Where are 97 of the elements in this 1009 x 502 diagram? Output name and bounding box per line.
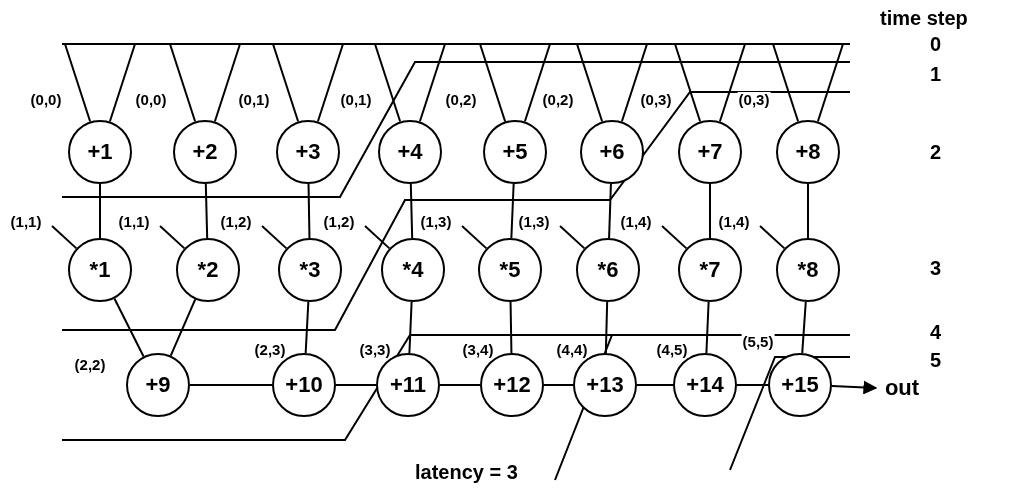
connector-line: [409, 183, 414, 239]
connector-line: [801, 300, 807, 355]
edge-label: (0,0): [29, 92, 63, 108]
edge-label: (0,0): [134, 92, 168, 108]
operation-node: *2: [176, 238, 240, 302]
edge-label: (2,3): [253, 342, 287, 358]
time-step-label: 3: [930, 258, 942, 278]
connector-line: [408, 300, 413, 355]
connector-line: [479, 43, 507, 123]
operation-node: *6: [576, 238, 640, 302]
connector-line: [99, 183, 101, 239]
operation-node: +15: [768, 353, 832, 417]
connector-line: [272, 43, 300, 123]
edge-label: (1,3): [419, 214, 453, 230]
connector-line: [335, 384, 377, 386]
connector-line: [604, 301, 609, 354]
operation-node: +3: [276, 120, 340, 184]
edge-label: (4,5): [655, 342, 689, 358]
connector-line: [304, 300, 310, 355]
time-step-label: 0: [930, 34, 942, 54]
connector-line: [509, 301, 513, 354]
edge-label: (1,4): [619, 214, 653, 230]
connector-line: [543, 384, 574, 386]
connector-line: [807, 183, 809, 239]
time-step-label: 5: [930, 350, 942, 370]
connector-line: [620, 43, 648, 123]
connector-line: [64, 43, 92, 123]
edge-label: (3,3): [358, 342, 392, 358]
connector-line: [364, 225, 391, 250]
arrow: [831, 380, 878, 395]
connector-line: [159, 225, 186, 250]
edge-label: (1,3): [517, 214, 551, 230]
edge-label: (1,2): [322, 214, 356, 230]
operation-node: +1: [68, 120, 132, 184]
time-step-label: 4: [930, 322, 942, 342]
connector-line: [576, 43, 604, 123]
connector-line: [213, 43, 241, 123]
axis-title: time step: [880, 8, 968, 28]
output-label: out: [878, 375, 926, 401]
connector-line: [661, 225, 688, 250]
edge-label: (2,2): [73, 357, 107, 373]
connector-line: [759, 225, 786, 250]
connector-line: [736, 384, 769, 386]
connector-line: [189, 384, 273, 386]
connector-line: [108, 43, 136, 123]
connector-line: [772, 43, 800, 123]
edge-label: (0,2): [541, 92, 575, 108]
operation-node: +9: [126, 353, 190, 417]
edge-label: (5,5): [741, 334, 775, 350]
operation-node: +8: [776, 120, 840, 184]
connector-line: [636, 384, 674, 386]
time-step-label: 1: [930, 64, 942, 84]
operation-node: *3: [278, 238, 342, 302]
connector-line: [523, 43, 551, 123]
operation-node: *7: [678, 238, 742, 302]
connector-line: [418, 43, 446, 123]
operation-node: *8: [776, 238, 840, 302]
operation-node: +6: [580, 120, 644, 184]
operation-node: *4: [381, 238, 445, 302]
edge-label: (0,2): [444, 92, 478, 108]
operation-node: +5: [483, 120, 547, 184]
edge-label: (0,1): [237, 92, 271, 108]
edge-label: (3,4): [461, 342, 495, 358]
connector-line: [461, 225, 488, 250]
connector-line: [169, 298, 197, 357]
connector-line: [816, 43, 844, 123]
connector-line: [439, 384, 481, 386]
operation-node: *5: [478, 238, 542, 302]
edge-label: (0,3): [737, 92, 771, 108]
operation-node: +2: [173, 120, 237, 184]
connector-line: [374, 43, 402, 123]
edge-label: (1,4): [717, 214, 751, 230]
operation-node: +4: [378, 120, 442, 184]
connector-line: [169, 43, 197, 123]
edge-label: (0,1): [339, 92, 373, 108]
connector-line: [559, 225, 586, 250]
connector-line: [718, 43, 746, 123]
operation-node: *1: [68, 238, 132, 302]
connector-line: [709, 183, 711, 239]
edge-label: (1,2): [219, 214, 253, 230]
operation-node: +7: [678, 120, 742, 184]
connector-line: [204, 183, 209, 239]
edge-label: (4,4): [555, 342, 589, 358]
connector-line: [261, 225, 288, 250]
connector-line: [316, 43, 344, 123]
connector-line: [113, 297, 145, 358]
connector-line: [608, 183, 612, 239]
connector-line: [51, 225, 78, 250]
connector-line: [705, 300, 710, 355]
connector-line: [510, 182, 515, 240]
edge-label: (1,1): [9, 214, 43, 230]
caption: latency = 3: [415, 462, 518, 482]
edge-label: (0,3): [639, 92, 673, 108]
connector-line: [674, 43, 702, 123]
connector-line: [307, 183, 311, 239]
time-step-label: 2: [930, 142, 942, 162]
edge-label: (1,1): [117, 214, 151, 230]
